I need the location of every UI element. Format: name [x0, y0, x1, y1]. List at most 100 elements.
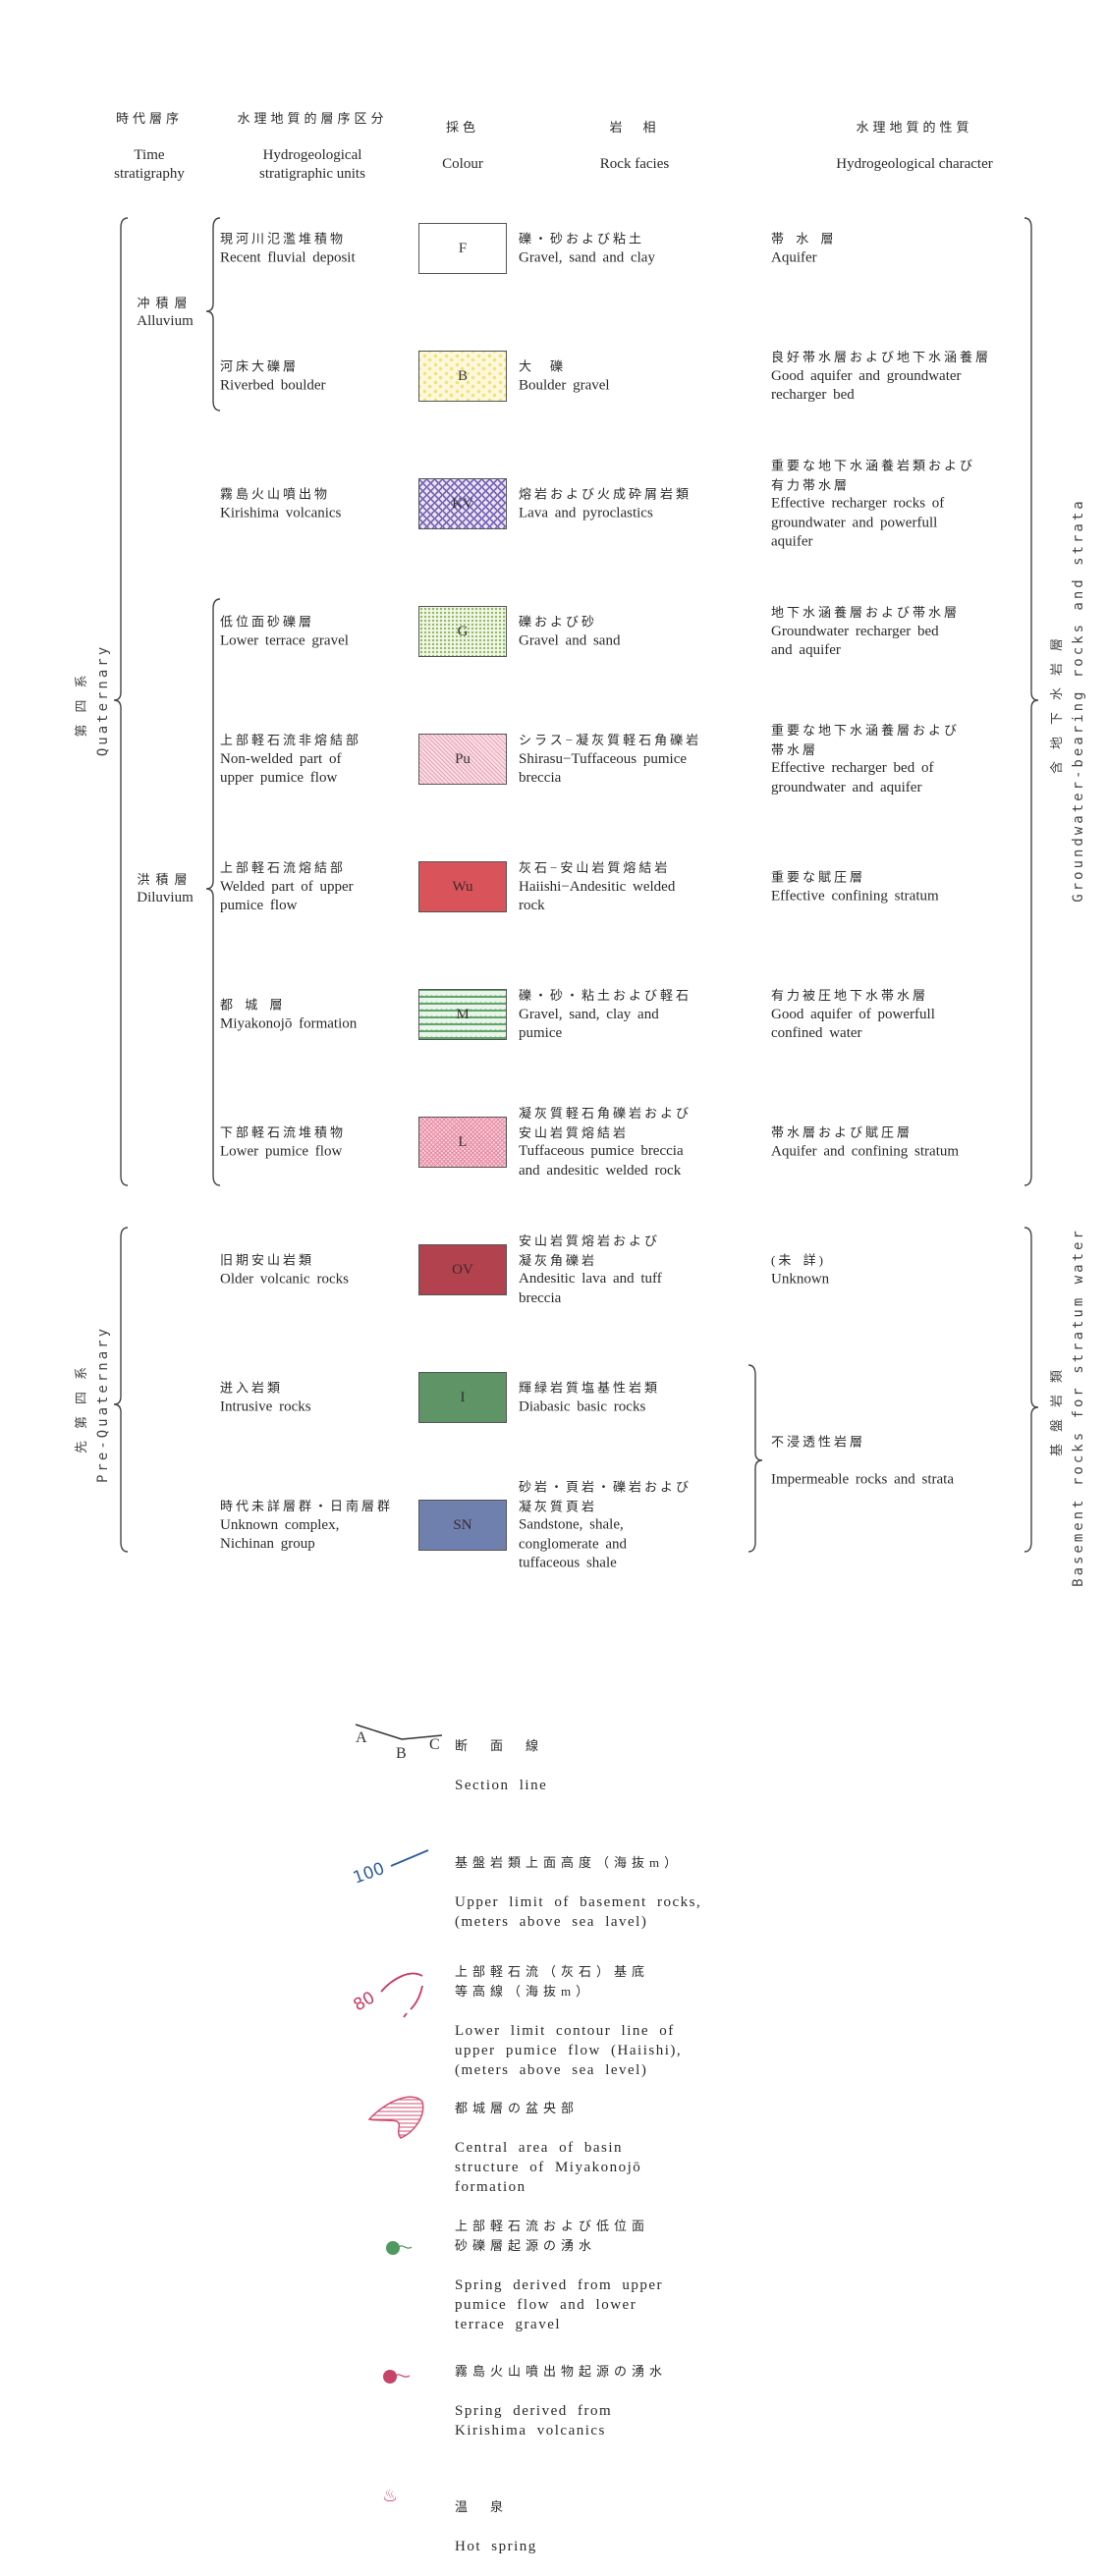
alluvium-brace	[205, 217, 221, 411]
legend-spring-pumice: 上部軽石流および低位面 砂礫層起源の湧水 Spring derived from…	[455, 2219, 664, 2332]
unit-g-en: Lower terrace gravel	[220, 632, 349, 648]
character-f: 帯 水 層 Aquifer	[771, 230, 837, 268]
facies-pu-en: Shirasu−Tuffaceous pumice breccia	[519, 750, 688, 786]
basement-contour-value: 100	[351, 1859, 387, 1889]
character-b-en: Good aquifer and groundwater recharger b…	[771, 367, 962, 403]
unit-l: 下部軽石流堆積物 Lower pumice flow	[220, 1124, 346, 1162]
pumice-contour-icon: 80	[351, 1972, 423, 2018]
legend-hot-spring: 温 泉 Hot spring	[455, 2499, 537, 2554]
character-f-en: Aquifer	[771, 249, 817, 265]
header-stratigraphic-units: 水理地質的層序区分 Hydrogeological stratigraphic …	[237, 111, 388, 182]
unit-g: 低位面砂礫層 Lower terrace gravel	[220, 613, 349, 651]
section-label-c: C	[429, 1736, 440, 1753]
facies-l-ja: 凝灰質軽石角礫岩および 安山岩質熔結岩	[519, 1106, 692, 1140]
facies-sn-en: Sandstone, shale, conglomerate and tuffa…	[519, 1516, 628, 1571]
unit-kv-en: Kirishima volcanics	[220, 505, 342, 521]
unit-b-ja: 河床大礫層	[220, 358, 300, 374]
character-f-ja: 帯 水 層	[771, 231, 837, 247]
impermeable-brace	[747, 1364, 763, 1553]
swatch-code: L	[458, 1133, 468, 1150]
character-b-ja: 良好帯水層および地下水涵養層	[771, 349, 992, 364]
facies-f: 礫・砂および粘土 Gravel, sand and clay	[519, 230, 655, 268]
unit-pu-en: Non-welded part of upper pumice flow	[220, 750, 342, 786]
colour-swatch-wu: Wu	[418, 861, 507, 912]
character-pu-en: Effective recharger bed of groundwater a…	[771, 760, 934, 795]
colour-swatch-m: M	[418, 989, 507, 1040]
header-colour: 採色 Colour	[442, 120, 483, 172]
unit-l-ja: 下部軽石流堆積物	[220, 1124, 347, 1140]
alluvium-label: 冲積層 Alluvium	[137, 296, 194, 329]
character-m-ja: 有力被圧地下水帯水層	[771, 987, 929, 1003]
unit-wu: 上部軽石流熔結部 Welded part of upper pumice flow	[220, 858, 354, 916]
diluvium-label: 洪積層 Diluvium	[137, 872, 194, 905]
section-label-a: A	[356, 1729, 367, 1746]
character-m: 有力被圧地下水帯水層 Good aquifer of powerfull conf…	[771, 986, 935, 1044]
unit-f-en: Recent fluvial deposit	[220, 249, 356, 265]
colour-swatch-g: G	[418, 606, 507, 657]
unit-b-en: Riverbed boulder	[220, 377, 326, 393]
header-time-stratigraphy: 時代層序 Time stratigraphy	[114, 111, 185, 182]
colour-swatch-ov: OV	[418, 1244, 507, 1295]
character-m-en: Good aquifer of powerfull confined water	[771, 1006, 935, 1041]
legend-basement-limit: 基盤岩類上面高度（海抜m） Upper limit of basement ro…	[455, 1855, 702, 1930]
facies-l-en: Tuffaceous pumice breccia and andesitic …	[519, 1143, 684, 1178]
legend-pumice-limit: 上部軽石流（灰石）基底 等高線（海抜m） Lower limit contour…	[455, 1964, 683, 2078]
facies-g-en: Gravel and sand	[519, 632, 621, 648]
unit-m-en: Miyakonojō formation	[220, 1015, 358, 1031]
unit-kv-ja: 霧島火山噴出物	[220, 486, 331, 502]
unit-wu-en: Welded part of upper pumice flow	[220, 878, 354, 913]
facies-g-ja: 礫および砂	[519, 614, 598, 630]
swatch-code: OV	[452, 1261, 473, 1278]
spring-green-icon	[386, 2241, 413, 2255]
colour-swatch-pu: Pu	[418, 734, 507, 785]
character-ov: (未 詳) Unknown	[771, 1251, 829, 1289]
facies-m-ja: 礫・砂・粘土および軽石	[519, 987, 692, 1003]
facies-m-en: Gravel, sand, clay and pumice	[519, 1006, 659, 1041]
basement-contour-icon: 100	[351, 1849, 429, 1889]
basin-center-icon	[367, 2096, 424, 2139]
swatch-code: F	[458, 240, 468, 256]
facies-i-ja: 輝緑岩質塩基性岩類	[519, 1380, 661, 1396]
groundwater-brace	[1024, 217, 1039, 1186]
unit-ov-ja: 旧期安山岩類	[220, 1252, 315, 1268]
swatch-code: M	[456, 1006, 470, 1022]
unit-sn-ja: 時代未詳層群・日南層群	[220, 1498, 394, 1513]
unit-g-ja: 低位面砂礫層	[220, 614, 315, 630]
facies-pu-ja: シラス−凝灰質軽石角礫岩	[519, 732, 702, 747]
hot-spring-icon: ♨	[382, 2486, 398, 2506]
character-kv-en: Effective recharger rocks of groundwater…	[771, 495, 945, 550]
spring-red-icon	[383, 2370, 411, 2384]
character-g-en: Groundwater recharger bed and aquifer	[771, 623, 939, 658]
unit-wu-ja: 上部軽石流熔結部	[220, 859, 347, 875]
facies-f-ja: 礫・砂および粘土	[519, 231, 645, 247]
legend-spring-kirishima: 霧島火山噴出物起源の湧水 Spring derived from Kirishi…	[455, 2364, 668, 2439]
colour-swatch-i: I	[418, 1372, 507, 1423]
swatch-code: Wu	[452, 878, 473, 895]
character-g: 地下水涵養層および帯水層 Groundwater recharger bed an…	[771, 603, 960, 661]
pumice-contour-value: 80	[351, 1988, 379, 2015]
unit-kv: 霧島火山噴出物 Kirishima volcanics	[220, 485, 341, 523]
character-l-ja: 帯水層および賦圧層	[771, 1124, 913, 1140]
facies-wu-ja: 灰石−安山岩質熔結岩	[519, 859, 671, 875]
character-wu-ja: 重要な賦圧層	[771, 869, 866, 885]
unit-l-en: Lower pumice flow	[220, 1143, 343, 1159]
character-ov-ja: (未 詳)	[771, 1252, 826, 1268]
facies-ov-en: Andesitic lava and tuff breccia	[519, 1271, 662, 1306]
diluvium-brace	[205, 598, 221, 1186]
swatch-code: SN	[453, 1516, 472, 1533]
character-g-ja: 地下水涵養層および帯水層	[771, 604, 961, 620]
facies-f-en: Gravel, sand and clay	[519, 249, 655, 265]
facies-pu: シラス−凝灰質軽石角礫岩 Shirasu−Tuffaceous pumice br…	[519, 731, 701, 789]
character-ov-en: Unknown	[771, 1271, 830, 1287]
